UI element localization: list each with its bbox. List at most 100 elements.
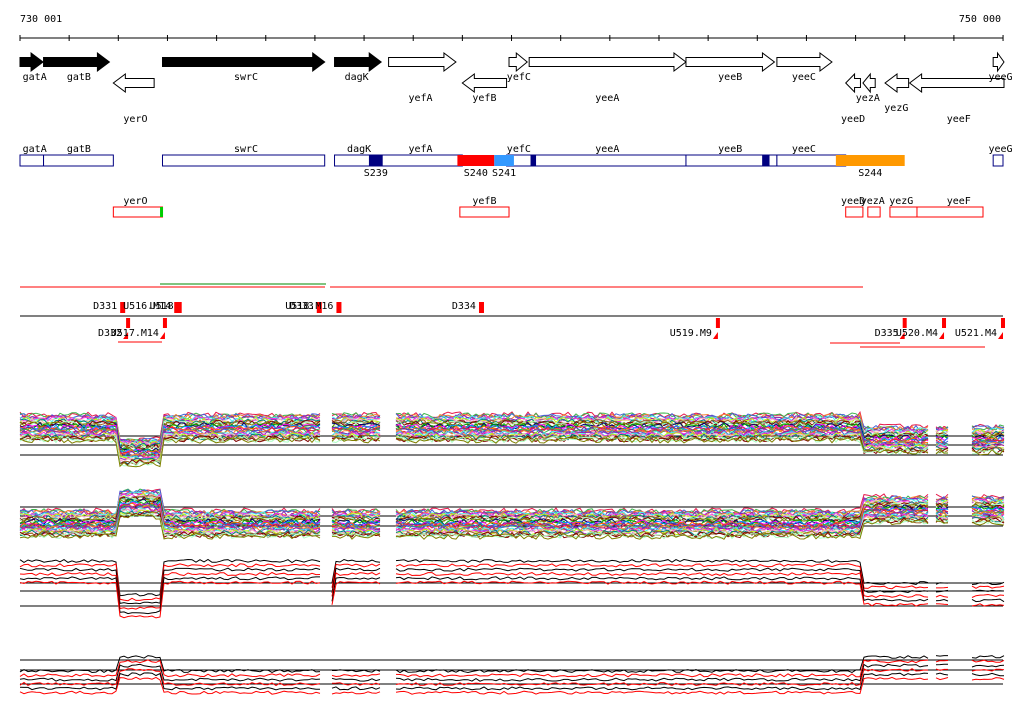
tu-arrow-U517.M14[interactable] [159,332,165,339]
tu-label-U516.M14: U516.M14 [123,301,171,312]
gene-arrow-yefA[interactable] [388,52,457,72]
tu-label-D331: D331 [93,301,117,312]
gene-arrow-gatA[interactable] [19,52,44,72]
gene-yeeG-group[interactable] [992,51,1005,73]
gene-yeeA-group[interactable] [528,52,687,72]
rev-box-yefB[interactable] [459,206,510,218]
segment-label-S239: S239 [364,168,388,179]
gene-arrow-yeeC[interactable] [776,52,833,72]
gene-yezG-group[interactable] [884,73,910,93]
gene-arrow-swrC[interactable] [161,52,326,72]
gene-arrow-yerO[interactable] [112,73,155,93]
operon-box-gatB[interactable] [43,154,114,167]
gene-yeeB-group[interactable] [685,52,776,72]
operon-box-yefA[interactable] [380,154,463,167]
rev-box-yezA[interactable] [867,206,881,218]
expression-profile-line [19,571,1005,610]
rev-box-yeeD[interactable] [845,206,864,218]
tu-arrow-U520.M4[interactable] [939,332,945,339]
expression-profile-tracks [19,411,1005,695]
tu-marker-U518.M16[interactable] [336,302,342,313]
gene-yezA-group[interactable] [862,72,876,94]
gene-arrow-yeeD[interactable] [845,72,861,94]
gene-arrow-yezA[interactable] [862,72,876,94]
operon-label-yeeG: yeeG [988,144,1012,155]
gene-yeeD-group[interactable] [845,72,861,94]
segment-label-S241: S241 [492,168,516,179]
tu-marker-D335[interactable] [902,318,907,328]
gene-label-gatA: gatA [23,72,47,83]
expression-profile-line [19,563,1005,602]
tu-label-U520.M4: U520.M4 [896,328,938,339]
gene-yerO-group[interactable] [112,73,155,93]
gene-label-yefB: yefB [472,93,496,104]
operon-box-swrC[interactable] [161,154,326,167]
gene-arrow-dagK[interactable] [334,52,383,72]
segment-S239[interactable] [368,155,383,166]
gene-yefB-group[interactable] [461,73,508,93]
tu-marker-U517.M14[interactable] [162,318,167,328]
tu-marker-D332[interactable] [126,318,131,328]
rev-box-yerO[interactable] [112,206,163,218]
expression-profile-line [19,676,1005,695]
expression-profile-line [19,507,1005,534]
segment-tick2[interactable] [762,155,770,166]
operon-label-yeeB: yeeB [718,144,742,155]
gene-arrow-yeeG[interactable] [992,51,1005,73]
gene-yefA-group[interactable] [388,52,457,72]
segment-S244[interactable] [835,155,905,166]
gene-yeeC-group[interactable] [776,52,833,72]
gene-yefC-group[interactable] [508,51,528,73]
operon-box-yeeG[interactable] [992,154,1004,167]
segment-S240[interactable] [457,155,495,166]
tu-marker-U519.M9[interactable] [715,318,720,328]
segment-tick1[interactable] [531,155,537,166]
rev-label-yefB: yefB [472,196,496,207]
operon-label-gatA: gatA [23,144,47,155]
expression-profile-line [19,567,1005,605]
gene-yeeF-group[interactable] [908,73,1005,93]
gene-arrow-yezG[interactable] [884,73,910,93]
gene-arrow-gatB[interactable] [43,51,111,73]
gene-swrC-group[interactable] [161,52,326,72]
expression-profile-line [19,580,1005,619]
gene-label-gatB: gatB [67,72,91,83]
tu-label-D335: D335 [875,328,899,339]
tu-marker-U520.M4[interactable] [942,318,947,328]
expression-profile-line [19,576,1005,615]
gene-arrow-yefB[interactable] [461,73,508,93]
tu-arrow-D332[interactable] [123,332,129,339]
tu-arrow-U519.M9[interactable] [712,332,718,339]
operon-box-yeeA[interactable] [530,154,687,167]
tu-marker-U521.M4[interactable] [1001,318,1005,328]
rev-label-yeeD: yeeD [841,196,865,207]
ruler-end-label: 750 000 [959,14,1001,25]
tu-marker-D331[interactable] [120,302,126,313]
segment-label-S240: S240 [464,168,488,179]
segment-S241[interactable] [494,155,514,166]
tu-arrow-U521.M4[interactable] [998,332,1003,339]
tu-label-D332: D332 [98,328,122,339]
rev-label-yerO: yerO [123,196,147,207]
rev-box-yeeF[interactable] [916,206,984,218]
gene-arrow-yeeA[interactable] [528,52,687,72]
tu-marker-D334[interactable] [478,302,484,313]
gene-label-yeeC: yeeC [792,72,816,83]
gene-gatB-group[interactable] [43,51,111,73]
operon-box-yeeC[interactable] [776,154,847,167]
tu-label-U517.M14: U517.M14 [111,328,159,339]
operon-box-gatA[interactable] [19,154,45,167]
gene-label-yefC: yefC [507,72,531,83]
expression-profile-line [19,500,1005,528]
gene-arrow-yefC[interactable] [508,51,528,73]
tu-arrow-D335[interactable] [899,332,905,339]
tu-marker-D333[interactable] [316,302,322,313]
tu-marker-U5185[interactable] [176,302,182,313]
gene-arrow-yeeF[interactable] [908,73,1005,93]
rev-box-yezG[interactable] [889,206,918,218]
gene-gatA-group[interactable] [19,52,44,72]
gene-dagK-group[interactable] [334,52,383,72]
expression-profile-line [19,513,1005,540]
gene-arrow-yeeB[interactable] [685,52,776,72]
